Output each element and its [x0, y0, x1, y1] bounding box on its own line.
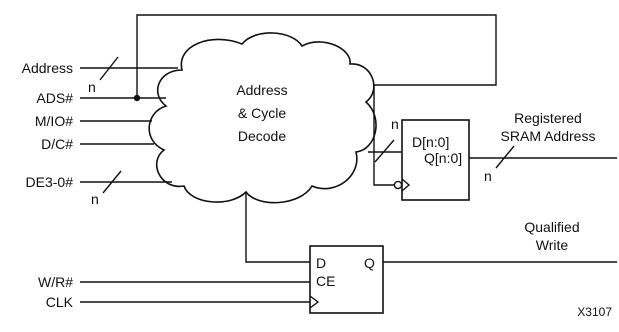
address-register-d: D[n:0] — [412, 134, 449, 150]
cloud-label-line2: & Cycle — [238, 105, 286, 121]
signal-label-de: DE3-0# — [26, 174, 74, 190]
write-register-d: D — [316, 255, 326, 271]
output-label-write: Write — [536, 237, 569, 253]
clock-bubble — [393, 180, 403, 190]
decode-cloud — [148, 32, 377, 204]
wire-cloud-to-write-reg — [245, 193, 310, 263]
signal-label-address: Address — [22, 60, 73, 76]
signal-label-dc: D/C# — [41, 136, 73, 152]
clock-triangle-write — [309, 295, 320, 309]
address-register — [401, 119, 470, 201]
bus-slash-de — [102, 170, 122, 194]
wire-ads-feedback — [136, 14, 497, 186]
signal-label-mio: M/IO# — [35, 113, 73, 129]
clock-triangle-address — [401, 178, 411, 192]
write-register — [309, 245, 384, 314]
write-register-ce: CE — [316, 273, 335, 289]
write-register-q: Q — [364, 255, 375, 271]
bus-width-out: n — [484, 168, 492, 184]
bus-slash-dreg — [374, 139, 395, 163]
bus-slash-address — [99, 56, 119, 81]
cloud-label-line1: Address — [236, 82, 287, 98]
bus-width-address: n — [88, 79, 96, 95]
bus-width-dreg: n — [391, 116, 399, 132]
cloud-label-line3: Decode — [238, 128, 286, 144]
bus-width-de: n — [91, 191, 99, 207]
output-label-registered: Registered — [514, 110, 582, 126]
figure-id: X3107 — [577, 305, 612, 319]
bus-slash-out — [495, 145, 515, 169]
signal-label-ads: ADS# — [36, 90, 73, 106]
signal-label-wr: W/R# — [38, 274, 73, 290]
output-label-qualified: Qualified — [524, 219, 579, 235]
signal-label-clk: CLK — [46, 294, 74, 310]
output-label-sram-address: SRAM Address — [501, 128, 596, 144]
address-register-q: Q[n:0] — [424, 150, 462, 166]
